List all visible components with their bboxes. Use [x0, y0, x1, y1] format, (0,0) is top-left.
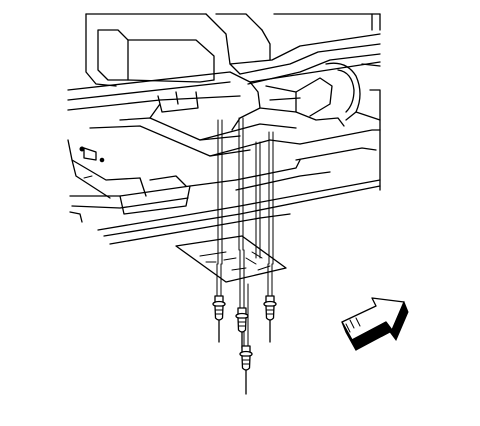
rivet: [263, 295, 277, 343]
underbody-plate: [175, 235, 287, 283]
front-direction-arrow-icon: [341, 297, 409, 351]
floor-pan-frame: [67, 61, 381, 245]
rivet: [239, 345, 253, 395]
rivet: [212, 295, 226, 343]
cab-body-outline: [85, 13, 381, 131]
rivet: [235, 307, 249, 349]
